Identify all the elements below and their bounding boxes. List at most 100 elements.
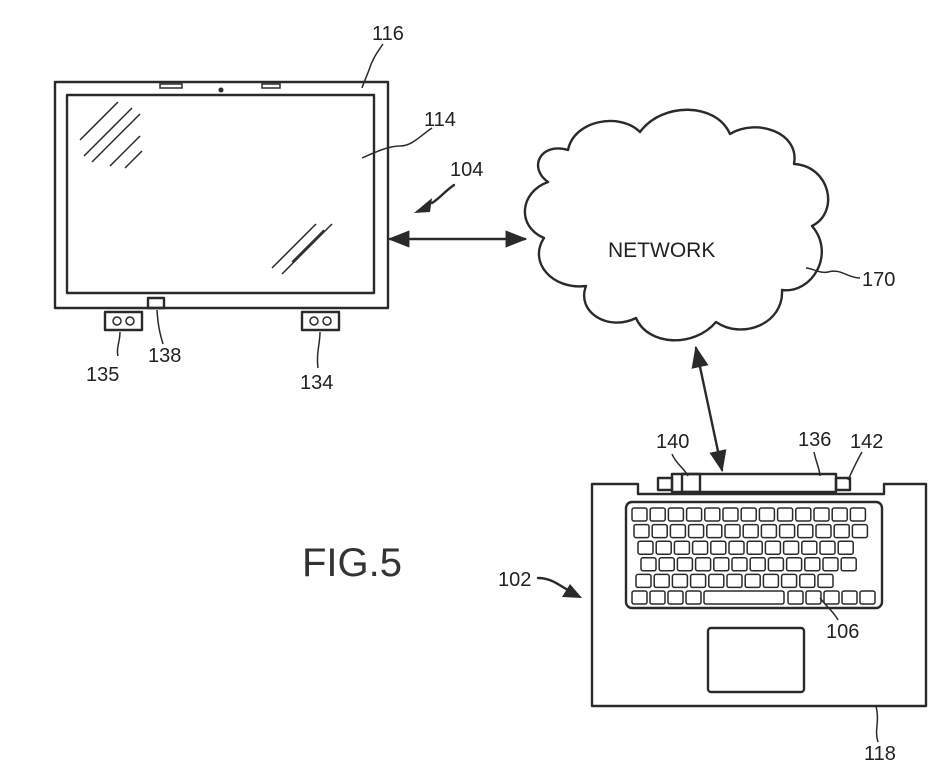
keyboard-key [691,540,709,555]
ref-114: 114 [424,109,456,131]
keyboard-key [631,507,648,522]
keyboard-key [726,573,743,589]
ref-134: 134 [300,372,333,394]
keyboard-key [851,523,869,539]
keyboard-key [651,523,668,539]
keyboard-key [667,590,684,605]
keyboard-key [655,540,672,555]
keyboard-key [713,557,730,572]
keyboard-key [782,540,800,555]
keyboard-key [724,523,741,539]
ref-135: 135 [86,364,119,386]
keyboard-key [817,573,834,589]
keyboard-key [799,573,816,589]
keyboard-key [804,557,821,572]
keyboard-key [776,507,794,522]
touchpad [706,626,806,694]
keyboard-key [859,590,876,605]
keyboard-key [849,507,867,522]
keyboard-key [704,507,721,522]
link-network-laptop [691,345,727,473]
screen-glare [79,101,333,275]
keyboard-key [676,557,694,572]
pointer-102-head [562,584,582,598]
keyboard-key [764,540,782,555]
pointer-104 [430,183,456,205]
keyboard-key [671,573,689,589]
keyboard-key [785,557,803,572]
figure-title: FIG.5 [302,541,402,585]
keyboard-key [669,523,687,539]
keyboard-key [685,507,703,522]
keyboard-key [740,507,757,522]
keyboard-key [635,573,652,589]
keyboard-key [706,523,723,539]
pointer-104-head [414,198,432,213]
keyboard-key [631,590,648,605]
keyboard-key [778,523,796,539]
ref-136: 136 [798,429,831,451]
top-sensor-left [159,83,183,89]
laptop-base [590,482,928,708]
keyboard-key [837,540,854,555]
keyboard-key [640,557,657,572]
display-device [53,80,390,332]
keyboard-key [760,523,778,539]
keyboard-key [637,540,654,555]
keyboard-key [728,540,745,555]
keyboard-key [841,590,858,605]
ref-116: 116 [372,23,404,45]
keyboard-key [653,573,670,589]
ref-102: 102 [498,569,531,591]
keyboard-key [795,507,812,522]
keyboard-key [749,557,766,572]
keyboard-106 [624,500,884,610]
keyboard-key [685,590,702,605]
keyboard-key [667,507,685,522]
port-140-outer [656,476,674,492]
keyboard-key [833,523,850,539]
keyboard-key [649,590,666,605]
ref-118: 118 [864,743,896,765]
ref-104: 104 [450,159,483,181]
display-screen [65,93,376,295]
top-sensor-right [261,83,281,89]
keyboard-key [658,557,675,572]
network-label: NETWORK [608,239,715,262]
keyboard-key [813,507,830,522]
leader-lines [116,43,879,743]
pointer-102 [536,576,570,592]
network-cloud [523,108,830,342]
display-bezel [53,80,390,310]
connector-138 [146,296,166,310]
keyboard-key [815,523,832,539]
laptop [590,472,928,708]
keyboard-key [805,590,822,605]
keyboard-key [823,590,840,605]
connector-135 [103,310,144,332]
keyboard-key [708,573,725,589]
camera-icon [218,87,224,93]
dock-136 [670,472,838,494]
ref-106: 106 [826,621,859,643]
ref-140: 140 [656,431,689,453]
keyboard-key [742,523,759,539]
keyboard-key [840,557,857,572]
ref-138: 138 [148,345,181,367]
keyboard-key [649,507,666,522]
keyboard-key [633,523,650,539]
spacebar-key [703,590,785,605]
keyboard-key [689,573,707,589]
ref-142: 142 [850,431,883,453]
keyboard-key [673,540,691,555]
keyboard-key [687,523,705,539]
port-142 [834,476,852,492]
keyboard-key [731,557,748,572]
keyboard-key [710,540,727,555]
keyboard-key [797,523,814,539]
keyboard-key [767,557,785,572]
port-140 [680,472,702,494]
keyboard-key [831,507,848,522]
keyboard-key [744,573,761,589]
